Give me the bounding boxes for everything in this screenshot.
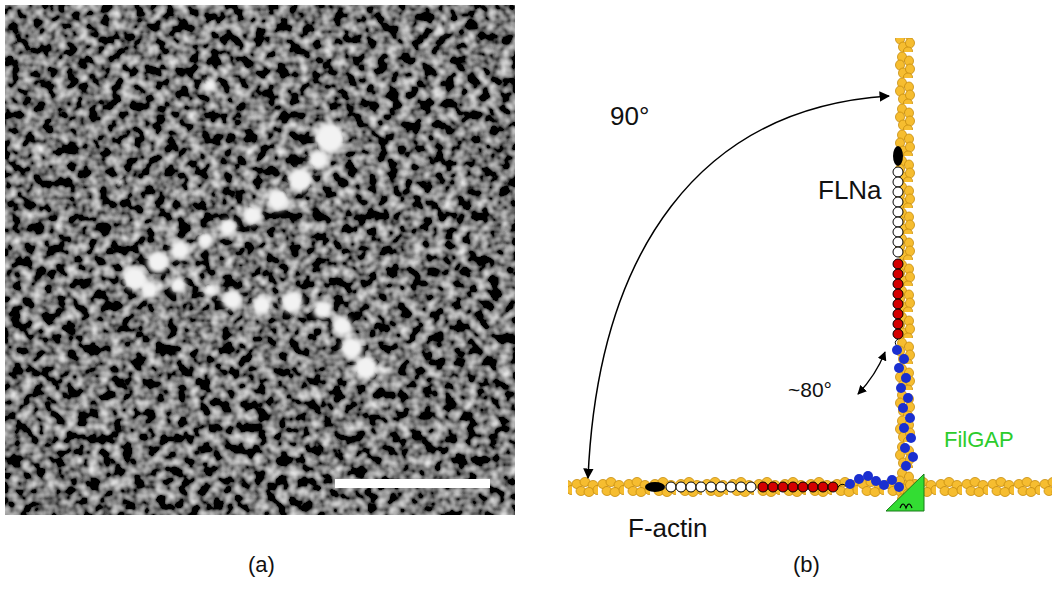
filgap-symbol: [886, 474, 924, 511]
scale-bar: [335, 479, 490, 488]
angle-label: ~80°: [788, 378, 832, 401]
protein-label: FilGAP: [944, 428, 1014, 452]
angle-label: 90°: [610, 102, 649, 131]
panel-letter: (b): [793, 553, 820, 577]
flna-arm: [645, 471, 904, 492]
actin-filament: [894, 38, 916, 508]
angle-arc: [588, 96, 889, 478]
protein-label: FLNa: [818, 176, 882, 205]
filament-label: F-actin: [628, 514, 707, 543]
micrograph: [5, 5, 515, 515]
panel-letter: (a): [248, 553, 275, 577]
angle-arc: [858, 352, 885, 394]
actin-filament: [568, 476, 1052, 498]
schematic: [568, 38, 1052, 511]
flna-arm: [892, 146, 918, 471]
